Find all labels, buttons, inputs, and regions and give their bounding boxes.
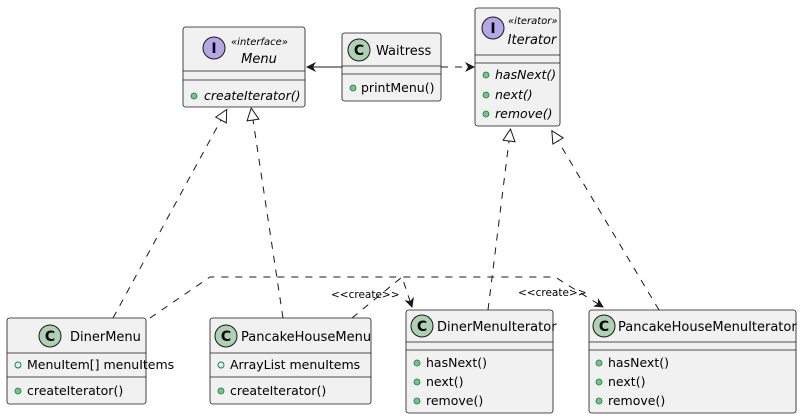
method-public-icon (595, 378, 603, 386)
create-label-1: <<create>> (331, 289, 400, 301)
pancakehousemenu-method: createIterator() (230, 383, 326, 398)
method-public-icon (482, 91, 490, 99)
svg-text:C: C (354, 43, 364, 59)
svg-text:C: C (417, 319, 427, 335)
class-icon (38, 324, 62, 348)
pancakehousemenu-class: C PancakeHouseMenu ArrayList menuItems c… (209, 317, 372, 405)
svg-text:C: C (599, 319, 609, 335)
dinermenuiterator-method-next: next() (426, 374, 463, 389)
waitress-name: Waitress (376, 44, 432, 59)
method-public-icon (595, 397, 603, 405)
method-public-icon (413, 397, 421, 405)
iterator-method-remove: remove() (495, 106, 553, 121)
dinermenuiterator-method-hasnext: hasNext() (426, 355, 487, 370)
edge-pancakehousemenu-realizes-menu (253, 120, 284, 319)
pancakehousemenu-field: ArrayList menuItems (230, 357, 360, 372)
menu-interface: I «interface» Menu createIterator() (182, 26, 306, 108)
method-public-icon (217, 387, 225, 395)
iterator-name: Iterator (508, 33, 558, 48)
pancakehousemenuiterator-class: C PancakeHouseMenuIterator hasNext() nex… (588, 309, 797, 414)
method-public-icon (413, 378, 421, 386)
edge-pancakehousemenu-creates-iterator (351, 276, 414, 319)
method-public-icon (14, 387, 22, 395)
method-public-icon (413, 359, 421, 367)
pancakehousemenuiterator-method-hasnext: hasNext() (608, 355, 669, 370)
waitress-class: C Waitress printMenu() (341, 32, 442, 102)
pancakehousemenuiterator-method-next: next() (608, 374, 645, 389)
iterator-interface: I «iterator» Iterator hasNext() next() r… (474, 7, 561, 127)
create-label-2: <<create>> (518, 287, 587, 299)
pancakehousemenuiterator-name: PancakeHouseMenuIterator (618, 320, 797, 335)
class-icon (347, 38, 371, 62)
class-icon (592, 314, 616, 338)
dinermenuiterator-name: DinerMenuIterator (437, 320, 557, 335)
waitress-method: printMenu() (361, 80, 434, 95)
svg-text:I: I (211, 41, 216, 57)
class-icon (214, 324, 238, 348)
edge-pancakehousemenuiterator-realizes-iterator (558, 141, 660, 311)
menu-name: Menu (241, 52, 277, 67)
interface-icon (481, 16, 505, 40)
menu-stereotype: «interface» (231, 37, 288, 48)
method-public-icon (595, 359, 603, 367)
dinermenu-method: createIterator() (27, 383, 123, 398)
dinermenu-field: MenuItem[] menuItems (27, 357, 174, 372)
iterator-stereotype: «iterator» (508, 16, 558, 27)
pancakehousemenu-name: PancakeHouseMenu (241, 330, 371, 345)
pancakehousemenuiterator-method-remove: remove() (608, 393, 665, 408)
edge-dinermenuiterator-realizes-iterator (487, 141, 509, 311)
dinermenu-class: C DinerMenu MenuItem[] menuItems createI… (6, 317, 174, 405)
interface-icon (202, 36, 226, 60)
method-public-icon (190, 92, 198, 100)
svg-text:I: I (490, 21, 495, 37)
iterator-method-next: next() (495, 87, 533, 102)
class-icon (410, 314, 434, 338)
svg-text:C: C (221, 329, 231, 345)
field-public-icon (217, 361, 225, 369)
dinermenu-name: DinerMenu (70, 330, 141, 345)
field-public-icon (14, 361, 22, 369)
dinermenuiterator-method-remove: remove() (426, 393, 483, 408)
method-public-icon (482, 110, 490, 118)
menu-method: createIterator() (204, 88, 300, 103)
method-public-icon (482, 71, 490, 79)
dinermenuiterator-class: C DinerMenuIterator hasNext() next() rem… (405, 309, 557, 414)
svg-text:C: C (45, 329, 55, 345)
iterator-method-hasnext: hasNext() (495, 67, 556, 82)
edge-dinermenu-realizes-menu (112, 120, 221, 319)
method-public-icon (349, 84, 357, 92)
